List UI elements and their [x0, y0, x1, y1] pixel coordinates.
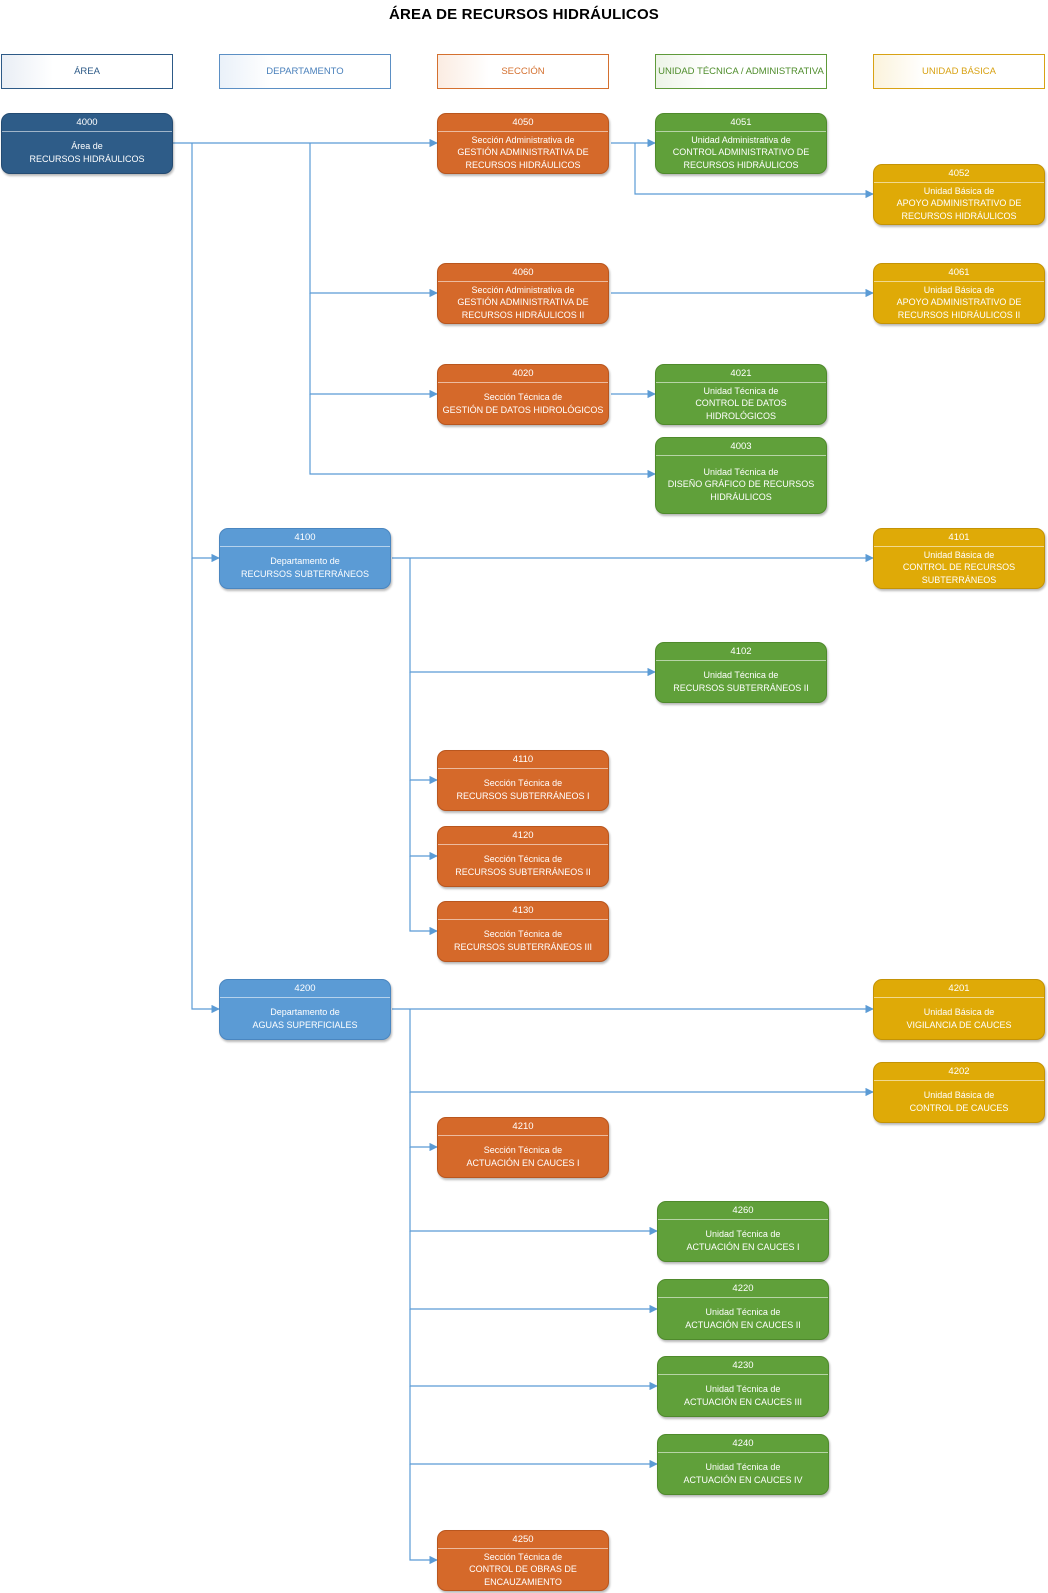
node-4020[interactable]: 4020 Sección Técnica de GESTIÓN DE DATOS… — [437, 364, 609, 425]
node-code: 4130 — [438, 902, 608, 920]
node-code: 4200 — [220, 980, 390, 998]
node-label: Departamento de AGUAS SUPERFICIALES — [252, 1006, 358, 1030]
link-4100-4102 — [409, 558, 656, 677]
node-code: 4260 — [658, 1202, 828, 1220]
node-code: 4240 — [658, 1435, 828, 1453]
node-label: Sección Técnica de RECURSOS SUBTERRÁNEOS… — [456, 777, 590, 801]
node-label: Unidad Básica de APOYO ADMINISTRATIVO DE… — [896, 284, 1022, 320]
link-4000-4200 — [191, 558, 220, 1014]
node-code: 4230 — [658, 1357, 828, 1375]
link-4200-4230 — [409, 1309, 658, 1391]
node-label: Unidad Técnica de CONTROL DE DATOS HIDRO… — [695, 385, 787, 421]
link-4200-4240 — [409, 1386, 658, 1469]
link-4000-4003 — [309, 394, 656, 479]
link-4200-4210 — [409, 1092, 438, 1152]
link-4200-4250 — [409, 1464, 438, 1565]
node-4060[interactable]: 4060 Sección Administrativa de GESTIÓN A… — [437, 263, 609, 324]
node-4260[interactable]: 4260 Unidad Técnica de ACTUACIÓN EN CAUC… — [657, 1201, 829, 1262]
link-4000-4100 — [191, 143, 220, 563]
node-label: Unidad Técnica de ACTUACIÓN EN CAUCES I — [686, 1228, 800, 1252]
node-4130[interactable]: 4130 Sección Técnica de RECURSOS SUBTERR… — [437, 901, 609, 962]
node-label: Unidad Básica de VIGILANCIA DE CAUCES — [906, 1006, 1012, 1030]
node-code: 4051 — [656, 114, 826, 132]
node-code: 4101 — [874, 529, 1044, 547]
node-4110[interactable]: 4110 Sección Técnica de RECURSOS SUBTERR… — [437, 750, 609, 811]
link-4000-4060 — [309, 143, 438, 298]
node-code: 4202 — [874, 1063, 1044, 1081]
column-header-unidad-tecnica: UNIDAD TÉCNICA / ADMINISTRATIVA — [655, 54, 827, 89]
node-label: Sección Técnica de RECURSOS SUBTERRÁNEOS… — [455, 853, 591, 877]
node-4021[interactable]: 4021 Unidad Técnica de CONTROL DE DATOS … — [655, 364, 827, 425]
link-4050-4052 — [634, 143, 874, 199]
link-4100-4120 — [409, 780, 438, 861]
node-label: Departamento de RECURSOS SUBTERRÁNEOS — [240, 555, 370, 579]
node-label: Unidad Técnica de ACTUACIÓN EN CAUCES II… — [683, 1383, 802, 1407]
node-code: 4060 — [438, 264, 608, 282]
node-code: 4000 — [2, 114, 172, 132]
link-4100-4110 — [409, 672, 438, 785]
node-4220[interactable]: 4220 Unidad Técnica de ACTUACIÓN EN CAUC… — [657, 1279, 829, 1340]
node-4102[interactable]: 4102 Unidad Técnica de RECURSOS SUBTERRÁ… — [655, 642, 827, 703]
node-4101[interactable]: 4101 Unidad Básica de CONTROL DE RECURSO… — [873, 528, 1045, 589]
node-code: 4003 — [656, 438, 826, 456]
node-code: 4020 — [438, 365, 608, 383]
node-label: Unidad Técnica de RECURSOS SUBTERRÁNEOS … — [673, 669, 809, 693]
node-label: Unidad Administrativa de CONTROL ADMINIS… — [672, 134, 810, 170]
node-code: 4102 — [656, 643, 826, 661]
node-label: Unidad Técnica de DISEÑO GRÁFICO DE RECU… — [667, 466, 815, 502]
node-label: Área de RECURSOS HIDRÁULICOS — [29, 140, 145, 164]
node-label: Sección Administrativa de GESTIÓN ADMINI… — [457, 134, 589, 170]
node-4230[interactable]: 4230 Unidad Técnica de ACTUACIÓN EN CAUC… — [657, 1356, 829, 1417]
column-header-area: ÁREA — [1, 54, 173, 89]
link-4200-4220 — [409, 1231, 658, 1314]
node-code: 4050 — [438, 114, 608, 132]
node-label: Unidad Básica de CONTROL DE CAUCES — [909, 1089, 1009, 1113]
node-code: 4250 — [438, 1531, 608, 1549]
node-4120[interactable]: 4120 Sección Técnica de RECURSOS SUBTERR… — [437, 826, 609, 887]
node-label: Unidad Básica de APOYO ADMINISTRATIVO DE… — [896, 185, 1022, 221]
node-4202[interactable]: 4202 Unidad Básica de CONTROL DE CAUCES — [873, 1062, 1045, 1123]
node-4100[interactable]: 4100 Departamento de RECURSOS SUBTERRÁNE… — [219, 528, 391, 589]
column-header-seccion: SECCIÓN — [437, 54, 609, 89]
node-label: Sección Técnica de ACTUACIÓN EN CAUCES I — [466, 1144, 580, 1168]
node-4210[interactable]: 4210 Sección Técnica de ACTUACIÓN EN CAU… — [437, 1117, 609, 1178]
node-label: Sección Técnica de RECURSOS SUBTERRÁNEOS… — [453, 928, 593, 952]
node-4250[interactable]: 4250 Sección Técnica de CONTROL DE OBRAS… — [437, 1530, 609, 1591]
node-code: 4100 — [220, 529, 390, 547]
node-label: Sección Técnica de GESTIÓN DE DATOS HIDR… — [442, 391, 604, 415]
node-code: 4201 — [874, 980, 1044, 998]
node-label: Sección Técnica de CONTROL DE OBRAS DE E… — [469, 1551, 577, 1587]
node-4003[interactable]: 4003 Unidad Técnica de DISEÑO GRÁFICO DE… — [655, 437, 827, 514]
page-title: ÁREA DE RECURSOS HIDRÁULICOS — [388, 6, 660, 23]
node-4000[interactable]: 4000 Área de RECURSOS HIDRÁULICOS — [1, 113, 173, 174]
node-4200[interactable]: 4200 Departamento de AGUAS SUPERFICIALES — [219, 979, 391, 1040]
link-4000-4020 — [309, 293, 438, 399]
node-code: 4110 — [438, 751, 608, 769]
node-label: Unidad Básica de CONTROL DE RECURSOS SUB… — [902, 549, 1016, 585]
link-4100-4130 — [409, 856, 438, 936]
node-4061[interactable]: 4061 Unidad Básica de APOYO ADMINISTRATI… — [873, 263, 1045, 324]
node-4052[interactable]: 4052 Unidad Básica de APOYO ADMINISTRATI… — [873, 164, 1045, 225]
node-4201[interactable]: 4201 Unidad Básica de VIGILANCIA DE CAUC… — [873, 979, 1045, 1040]
node-code: 4120 — [438, 827, 608, 845]
column-header-departamento: DEPARTAMENTO — [219, 54, 391, 89]
node-code: 4061 — [874, 264, 1044, 282]
node-label: Sección Administrativa de GESTIÓN ADMINI… — [457, 284, 589, 320]
node-4240[interactable]: 4240 Unidad Técnica de ACTUACIÓN EN CAUC… — [657, 1434, 829, 1495]
node-code: 4021 — [656, 365, 826, 383]
node-label: Unidad Técnica de ACTUACIÓN EN CAUCES II — [685, 1306, 801, 1330]
link-4200-4202 — [409, 1009, 874, 1097]
node-label: Unidad Técnica de ACTUACIÓN EN CAUCES IV — [683, 1461, 803, 1485]
node-4051[interactable]: 4051 Unidad Administrativa de CONTROL AD… — [655, 113, 827, 174]
node-code: 4210 — [438, 1118, 608, 1136]
node-4050[interactable]: 4050 Sección Administrativa de GESTIÓN A… — [437, 113, 609, 174]
column-header-unidad-basica: UNIDAD BÁSICA — [873, 54, 1045, 89]
node-code: 4220 — [658, 1280, 828, 1298]
node-code: 4052 — [874, 165, 1044, 183]
